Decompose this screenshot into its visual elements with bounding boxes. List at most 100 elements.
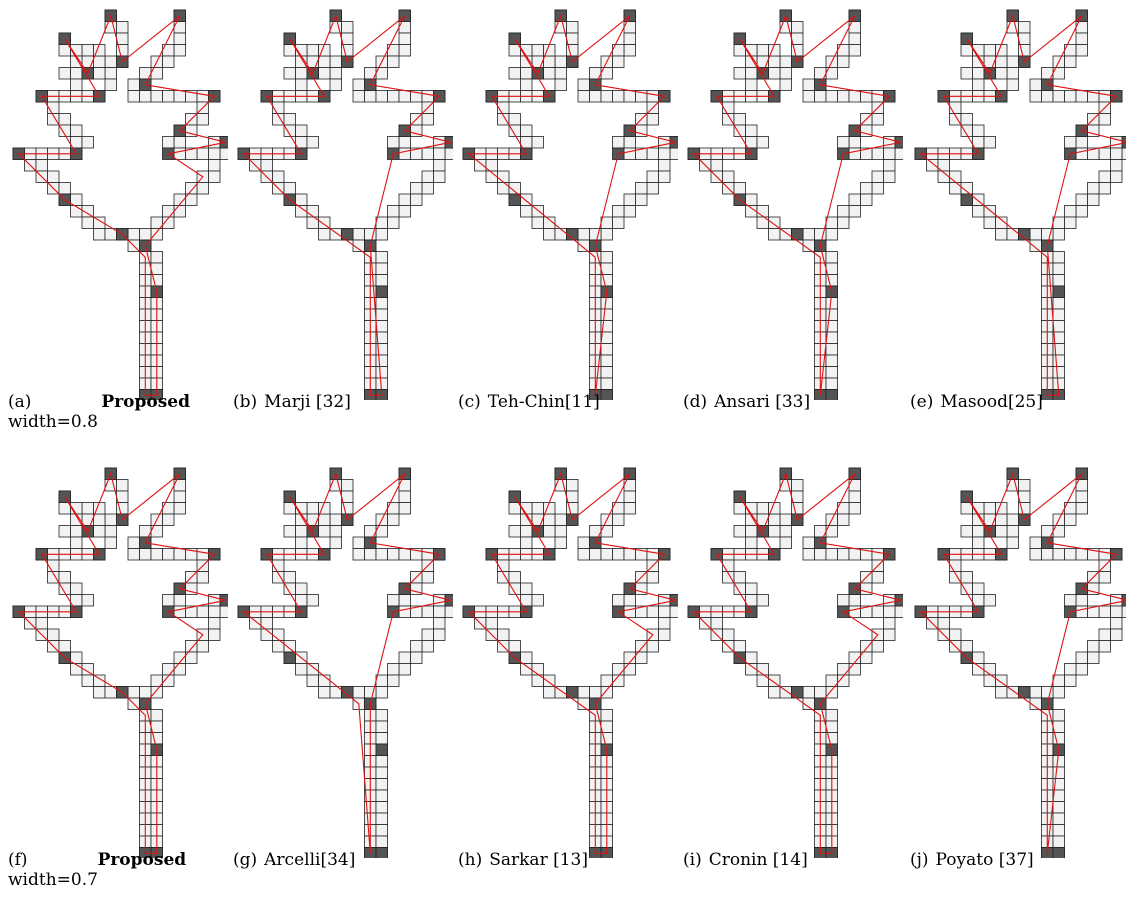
contour-cell bbox=[1064, 216, 1077, 229]
contour-cell bbox=[398, 90, 411, 103]
contour-cell bbox=[1029, 536, 1042, 549]
dominant-point bbox=[508, 490, 521, 503]
contour-cell bbox=[745, 582, 758, 595]
approximating-polygon bbox=[242, 14, 451, 396]
contour-cell bbox=[1041, 548, 1054, 561]
contour-cell bbox=[208, 170, 221, 183]
contour-cell bbox=[1052, 366, 1065, 379]
contour-cell bbox=[387, 513, 400, 526]
contour-cell bbox=[1098, 605, 1111, 618]
contour-cell bbox=[162, 90, 175, 103]
contour-cell bbox=[1052, 812, 1065, 825]
contour-cell bbox=[825, 297, 838, 310]
contour-cell bbox=[520, 205, 533, 218]
contour-cell bbox=[162, 548, 175, 561]
contour-cell bbox=[93, 686, 106, 699]
contour-cell bbox=[1110, 170, 1123, 183]
contour-cell bbox=[1075, 147, 1088, 160]
contour-cell bbox=[646, 90, 659, 103]
contour-cell bbox=[520, 536, 533, 549]
contour-cell bbox=[70, 536, 83, 549]
contour-cell bbox=[1064, 55, 1077, 68]
contour-cell bbox=[173, 136, 186, 149]
contour-cell bbox=[1075, 136, 1088, 149]
contour-cell bbox=[756, 136, 769, 149]
contour-cell bbox=[520, 124, 533, 137]
contour-cell bbox=[972, 124, 985, 137]
contour-cell bbox=[139, 90, 152, 103]
contour-cell bbox=[871, 640, 884, 653]
panel-caption: (e)Masood[25] bbox=[910, 392, 1043, 412]
contour-cell bbox=[196, 90, 209, 103]
contour-cell bbox=[1075, 548, 1088, 561]
contour-cell bbox=[554, 55, 567, 68]
contour-cell bbox=[81, 136, 94, 149]
contour-cell bbox=[1087, 651, 1100, 664]
contour-cell bbox=[646, 170, 659, 183]
contour-cell bbox=[612, 548, 625, 561]
contour-cell bbox=[612, 216, 625, 229]
contour-cell bbox=[387, 216, 400, 229]
contour-cell bbox=[58, 640, 71, 653]
contour-cell bbox=[779, 525, 792, 538]
contour-cell bbox=[398, 193, 411, 206]
contour-cell bbox=[150, 90, 163, 103]
dominant-point bbox=[566, 686, 579, 699]
contour-cell bbox=[960, 525, 973, 538]
contour-cell bbox=[589, 686, 602, 699]
contour-cell bbox=[295, 663, 308, 676]
contour-cell bbox=[58, 571, 71, 584]
contour-cell bbox=[375, 755, 388, 768]
contour-cell bbox=[871, 90, 884, 103]
contour-cell bbox=[318, 67, 331, 80]
contour-cell bbox=[623, 594, 636, 607]
approximating-polygon bbox=[467, 14, 676, 396]
contour-cell bbox=[104, 513, 117, 526]
contour-cell bbox=[35, 617, 48, 630]
contour-cell bbox=[871, 548, 884, 561]
contour-cell bbox=[600, 228, 613, 241]
contour-cell bbox=[983, 55, 996, 68]
contour-cell bbox=[1075, 193, 1088, 206]
contour-cell bbox=[768, 686, 781, 699]
caption-method: Masood[25] bbox=[940, 392, 1043, 412]
contour-cell bbox=[127, 78, 140, 91]
contour-cell bbox=[150, 709, 163, 722]
contour-cell bbox=[1098, 113, 1111, 126]
panel-g: (g)Arcelli[34] bbox=[233, 458, 458, 918]
contour-cell bbox=[848, 502, 861, 515]
contour-cell bbox=[1052, 709, 1065, 722]
contour-cell bbox=[520, 67, 533, 80]
contour-cell bbox=[93, 228, 106, 241]
contour-cell bbox=[306, 44, 319, 57]
contour-cell bbox=[825, 308, 838, 321]
contour-cell bbox=[127, 536, 140, 549]
dominant-point bbox=[508, 193, 521, 206]
contour-cell bbox=[825, 366, 838, 379]
contour-cell bbox=[600, 686, 613, 699]
contour-cell bbox=[306, 205, 319, 218]
contour-cell bbox=[1110, 628, 1123, 641]
contour-cell bbox=[196, 147, 209, 160]
contour-cell bbox=[1052, 755, 1065, 768]
contour-cell bbox=[658, 147, 671, 160]
contour-cell bbox=[860, 640, 873, 653]
contour-cell bbox=[871, 182, 884, 195]
contour-cell bbox=[410, 182, 423, 195]
contour-cell bbox=[995, 525, 1008, 538]
caption-method: Poyato [37] bbox=[935, 850, 1034, 870]
dominant-point bbox=[733, 32, 746, 45]
contour-cell bbox=[1075, 502, 1088, 515]
contour-cell bbox=[756, 44, 769, 57]
approximating-polygon bbox=[467, 472, 676, 854]
contour-cell bbox=[329, 525, 342, 538]
contour-cell bbox=[960, 113, 973, 126]
contour-cell bbox=[871, 605, 884, 618]
contour-cell bbox=[848, 663, 861, 676]
dominant-point bbox=[791, 228, 804, 241]
contour-cell bbox=[387, 55, 400, 68]
contour-cell bbox=[972, 582, 985, 595]
contour-cell bbox=[104, 536, 117, 549]
contour-cell bbox=[612, 513, 625, 526]
